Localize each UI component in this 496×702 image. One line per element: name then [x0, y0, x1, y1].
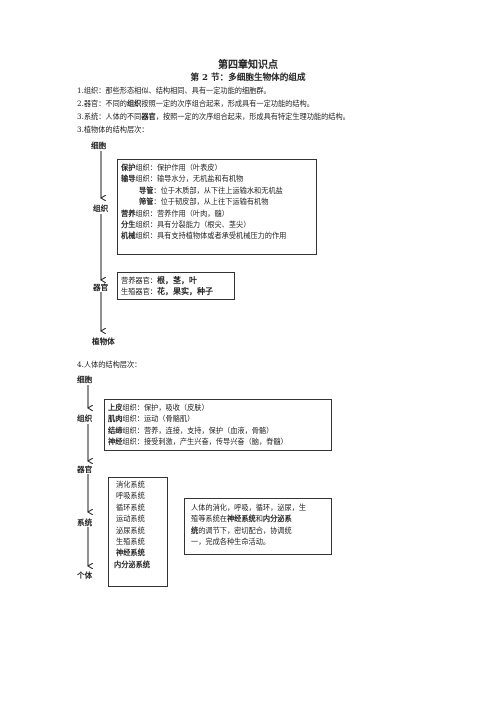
- tissue-vessel: 导管：位于木质部，从下往上运输水和无机盐: [139, 185, 283, 195]
- note-line-4: 一，完成各种生命活动。: [191, 537, 271, 547]
- note-line-2: 殖等系统在神经系统和内分泌系: [191, 514, 292, 524]
- point-3: 3.系统：人体的不同器官，按照一定的次序组合起来，形成具有特定生理功能的结构。: [77, 112, 350, 121]
- human-tissue-box: 上皮组织：保护，吸收（皮肤） 肌肉组织：运动（骨骼肌） 结缔组织：营养，连接，支…: [104, 399, 332, 451]
- system-reproductive: 生殖系统: [116, 537, 145, 547]
- human-level-tissue: 组织: [77, 414, 93, 423]
- section-heading: 第 2 节：多细胞生物体的组成: [190, 73, 306, 83]
- note-line-1: 人体的消化，呼吸，循环，泌尿，生: [191, 503, 307, 512]
- point-2: 2.器官：不同的组织按照一定的次序组合起来，形成具有一定功能的结构。: [77, 99, 314, 108]
- system-nervous: 神经系统: [116, 548, 145, 558]
- page-title: 第四章知识点: [218, 60, 278, 71]
- tissue-conductive: 输导组织：输导水分，无机盐和有机物: [121, 174, 244, 184]
- human-systems-box: 消化系统 呼吸系统 循环系统 运动系统 泌尿系统 生殖系统 神经系统 内分泌系统: [108, 477, 168, 587]
- tissue-protective: 保护组织：保护作用（叶表皮）: [121, 163, 222, 172]
- system-endocrine: 内分泌系统: [114, 559, 150, 569]
- tissue-meristematic: 分生组织：具有分裂能力（根尖、茎尖）: [121, 220, 251, 230]
- note-line-3: 统的调节下，密切配合，协调统: [191, 525, 292, 535]
- tissue-epithelial: 上皮组织：保护，吸收（皮肤）: [108, 403, 209, 412]
- tissue-sieve-tube: 筛管：位于韧皮部，从上往下运输有机物: [139, 197, 269, 207]
- tissue-muscle: 肌肉组织：运动（骨骼肌）: [108, 414, 195, 424]
- plant-level-tissue: 组织: [93, 204, 109, 213]
- plant-level-cell: 细胞: [91, 141, 107, 150]
- human-heading: 4.人体的结构层次：: [77, 360, 142, 369]
- plant-tissue-box: 保护组织：保护作用（叶表皮） 输导组织：输导水分，无机盐和有机物 导管：位于木质…: [117, 159, 317, 255]
- plant-level-organ: 器官: [93, 283, 109, 292]
- tissue-nutritive: 营养组织：营养作用（叶肉，髓）: [121, 208, 229, 218]
- tissue-mechanical: 机械组织：具有支持植物体或者承受机械压力的作用: [121, 231, 287, 241]
- reproductive-organs: 生殖器官：花，果实，种子: [121, 286, 213, 297]
- point-4: 3.植物体的结构层次：: [77, 125, 149, 134]
- system-digestive: 消化系统: [116, 480, 145, 489]
- system-urinary: 泌尿系统: [116, 525, 145, 535]
- point-1: 1.组织：那些形态相似、结构相同、具有一定功能的细胞群。: [77, 86, 271, 95]
- human-level-organ: 器官: [77, 465, 93, 474]
- plant-organ-box: 营养器官：根，茎，叶 生殖器官：花，果实，种子: [117, 272, 235, 300]
- human-note-box: 人体的消化，呼吸，循环，泌尿，生 殖等系统在神经系统和内分泌系 统的调节下，密切…: [184, 498, 332, 555]
- tissue-nervous: 神经组织：接受刺激，产生兴奋，传导兴奋（脑，脊髓）: [108, 437, 288, 447]
- plant-level-body: 植物体: [92, 337, 115, 346]
- human-level-individual: 个体: [77, 571, 93, 580]
- system-motor: 运动系统: [116, 514, 145, 524]
- vegetative-organs: 营养器官：根，茎，叶: [121, 275, 197, 285]
- human-level-system: 系统: [77, 518, 93, 527]
- system-respiratory: 呼吸系统: [116, 491, 145, 501]
- system-circulatory: 循环系统: [116, 502, 145, 512]
- human-level-cell: 细胞: [77, 375, 93, 384]
- tissue-connective: 结缔组织：营养，连接，支持，保护（血液，骨骼）: [108, 425, 274, 435]
